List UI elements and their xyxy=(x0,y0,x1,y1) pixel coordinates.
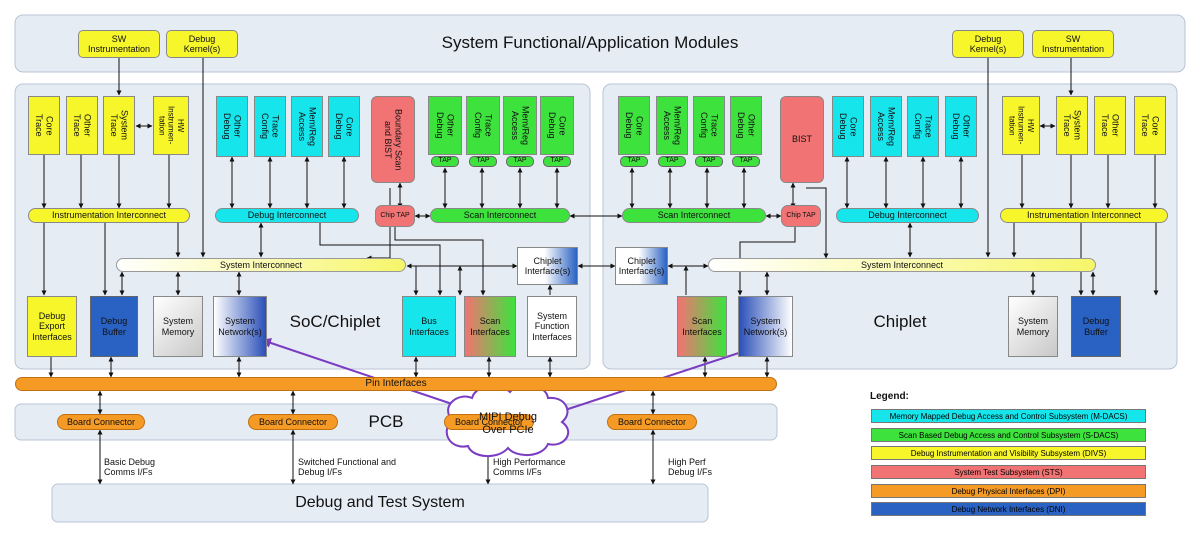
system-memory-left: System Memory xyxy=(153,296,203,357)
chip-tap-right: Chip TAP xyxy=(781,205,821,227)
instrumentation-interconnect-right: Instrumentation Interconnect xyxy=(1000,208,1168,223)
chiplet-interfaces-left: Chiplet Interface(s) xyxy=(517,247,578,285)
debug-interconnect-left: Debug Interconnect xyxy=(215,208,359,223)
tap-left-2: TAP xyxy=(469,156,497,167)
system-interconnect-left: System Interconnect xyxy=(116,258,406,272)
hw-instrumentation-right: HW Instrumen- tation xyxy=(1002,96,1040,155)
scan-interfaces-left: Scan Interfaces xyxy=(464,296,516,357)
system-trace-left: System Trace xyxy=(103,96,135,155)
board-connector-4: Board Connector xyxy=(607,414,697,430)
instrumentation-interconnect-left: Instrumentation Interconnect xyxy=(28,208,190,223)
pin-interfaces: Pin Interfaces xyxy=(15,377,777,391)
system-memory-right: System Memory xyxy=(1008,296,1058,357)
system-interconnect-right: System Interconnect xyxy=(708,258,1096,272)
trace-config-left: Trace Config xyxy=(254,96,286,157)
legend-dpi: Debug Physical Interfaces (DPI) xyxy=(871,484,1146,498)
board-connector-2: Board Connector xyxy=(248,414,338,430)
tap-right-3: TAP xyxy=(695,156,723,167)
system-network-left: System Network(s) xyxy=(213,296,267,357)
link-high-perf: High Perf Debug I/Fs xyxy=(668,456,713,477)
core-debug-chiplet-scan: Core Debug xyxy=(618,96,650,155)
s-core-debug-left: Core Debug xyxy=(540,96,574,155)
s-mem-reg-access-left: Mem/Reg Access xyxy=(503,96,537,155)
trace-config-chiplet-scan: Trace Config xyxy=(693,96,725,155)
debug-buffer-left: Debug Buffer xyxy=(90,296,138,357)
mem-reg-access-chiplet-scan: Mem/Reg Access xyxy=(656,96,688,155)
soc-chiplet-label: SoC/Chiplet xyxy=(289,312,381,332)
scan-interfaces-right: Scan Interfaces xyxy=(677,296,727,357)
link-high-performance: High Performance Comms I/Fs xyxy=(493,456,566,477)
debug-test-system: Debug and Test System xyxy=(295,493,465,511)
scan-interconnect-right: Scan Interconnect xyxy=(622,208,766,223)
other-debug-left: Other Debug xyxy=(216,96,248,157)
chiplet-interfaces-right: Chiplet Interface(s) xyxy=(615,247,668,285)
debug-export-interfaces: Debug Export Interfaces xyxy=(27,296,77,357)
link-switched: Switched Functional and Debug I/Fs xyxy=(298,456,397,477)
pcb-panel xyxy=(14,403,778,441)
legend-mdacs: Memory Mapped Debug Access and Control S… xyxy=(871,409,1146,423)
debug-buffer-right: Debug Buffer xyxy=(1071,296,1121,357)
s-other-debug-left: Other Debug xyxy=(428,96,462,155)
debug-test-panel xyxy=(51,483,709,523)
other-trace-right: Other Trace xyxy=(1094,96,1126,155)
chip-tap-left: Chip TAP xyxy=(375,205,415,227)
core-debug-left: Core Debug xyxy=(328,96,360,157)
tap-right-4: TAP xyxy=(732,156,760,167)
s-trace-config-left: Trace Config xyxy=(466,96,500,155)
debug-interconnect-right: Debug Interconnect xyxy=(836,208,979,223)
other-debug-chiplet-scan: Other Debug xyxy=(730,96,762,155)
system-network-right: System Network(s) xyxy=(738,296,793,357)
sw-instrumentation-left: SW Instrumentation xyxy=(78,30,160,58)
scan-interconnect-left: Scan Interconnect xyxy=(430,208,570,223)
legend-dni: Debug Network Interfaces (DNI) xyxy=(871,502,1146,516)
system-modules-panel xyxy=(14,14,1186,73)
core-trace-left: Core Trace xyxy=(28,96,60,155)
bus-interfaces: Bus Interfaces xyxy=(402,296,456,357)
debug-kernel-right: Debug Kernel(s) xyxy=(952,30,1024,58)
boundary-scan-bist: Boundary Scan and BIST xyxy=(371,96,415,183)
hw-instrumentation-left: HW Instrumen- tation xyxy=(153,96,189,155)
sw-instrumentation-right: SW Instrumentation xyxy=(1032,30,1114,58)
mem-reg-access-chiplet: Mem/Reg Access xyxy=(870,96,902,157)
other-debug-chiplet: Other Debug xyxy=(945,96,977,157)
chiplet-label: Chiplet xyxy=(873,312,927,332)
tap-left-3: TAP xyxy=(506,156,534,167)
system-modules-title: System Functional/Application Modules xyxy=(441,33,739,53)
debug-kernel-left: Debug Kernel(s) xyxy=(166,30,238,58)
board-connector-3: Board Connector xyxy=(444,414,534,430)
mipi-cloud-label: MIPI Debug Over PCIe xyxy=(478,411,538,436)
tap-left-1: TAP xyxy=(431,156,459,167)
board-connector-1: Board Connector xyxy=(57,414,145,430)
core-debug-chiplet: Core Debug xyxy=(832,96,864,157)
legend-sdacs: Scan Based Debug Access and Control Subs… xyxy=(871,428,1146,442)
legend-title: Legend: xyxy=(870,391,909,402)
link-basic: Basic Debug Comms I/Fs xyxy=(104,456,156,477)
system-function-interfaces: System Function Interfaces xyxy=(527,296,577,357)
mem-reg-access-left: Mem/Reg Access xyxy=(291,96,323,157)
system-trace-right: System Trace xyxy=(1056,96,1088,155)
tap-right-2: TAP xyxy=(658,156,686,167)
legend-sts: System Test Subsystem (STS) xyxy=(871,465,1146,479)
trace-config-chiplet: Trace Config xyxy=(907,96,939,157)
pcb-label: PCB xyxy=(368,412,404,432)
other-trace-left: Other Trace xyxy=(66,96,98,155)
legend-divs: Debug Instrumentation and Visibility Sub… xyxy=(871,446,1146,460)
tap-left-4: TAP xyxy=(543,156,571,167)
tap-right-1: TAP xyxy=(620,156,648,167)
bist-chiplet: BIST xyxy=(780,96,824,183)
core-trace-right: Core Trace xyxy=(1134,96,1166,155)
